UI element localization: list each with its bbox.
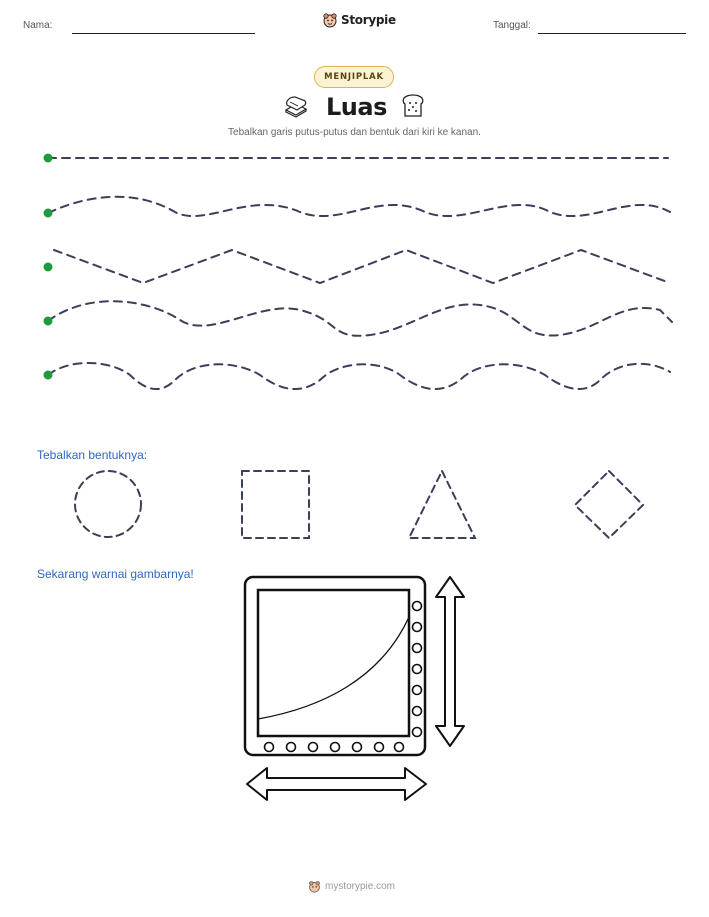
color-section-label: Sekarang warnai gambarnya! <box>37 567 194 581</box>
area-curve <box>257 616 410 720</box>
toast-icon <box>402 94 424 117</box>
category-badge: MENJIPLAK <box>314 66 394 88</box>
footer-site: mystorypie.com <box>325 881 396 892</box>
date-label: Tanggal: <box>493 20 531 31</box>
start-dot <box>43 262 53 272</box>
name-line[interactable] <box>72 33 255 34</box>
trace-line-zigzag <box>53 248 671 285</box>
tracing-lines[interactable] <box>0 0 709 420</box>
trace-line-large-wave <box>47 300 673 337</box>
storypie-logo-icon <box>323 13 337 28</box>
brand: Storypie <box>322 12 396 28</box>
bread-slices-icon <box>284 96 308 118</box>
start-dot <box>43 316 53 326</box>
trace-diamond <box>573 469 645 540</box>
footer: mystorypie.com <box>308 880 395 893</box>
side-dots <box>411 600 423 738</box>
shapes-section-label: Tebalkan bentuknya: <box>37 448 148 462</box>
start-dot <box>43 153 53 163</box>
trace-triangle <box>407 468 477 539</box>
name-label: Nama: <box>23 20 53 31</box>
instruction-text: Tebalkan garis putus-putus dan bentuk da… <box>228 127 481 138</box>
trace-circle <box>74 470 142 538</box>
storypie-logo-icon <box>309 881 320 893</box>
frame-inner <box>256 588 411 738</box>
vertical-arrow <box>435 576 465 747</box>
page-title: Luas <box>326 93 387 121</box>
start-dot <box>43 370 53 380</box>
start-dot <box>43 208 53 218</box>
tracing-shapes[interactable] <box>0 465 709 545</box>
area-coloring-picture[interactable] <box>240 572 470 802</box>
date-line[interactable] <box>538 33 686 34</box>
trace-line-bump-wave <box>47 362 671 391</box>
trace-line-wave <box>47 195 671 218</box>
horizontal-arrow <box>246 767 427 801</box>
brand-name: Storypie <box>341 13 396 27</box>
bottom-dots <box>263 741 405 753</box>
trace-square <box>241 470 310 539</box>
